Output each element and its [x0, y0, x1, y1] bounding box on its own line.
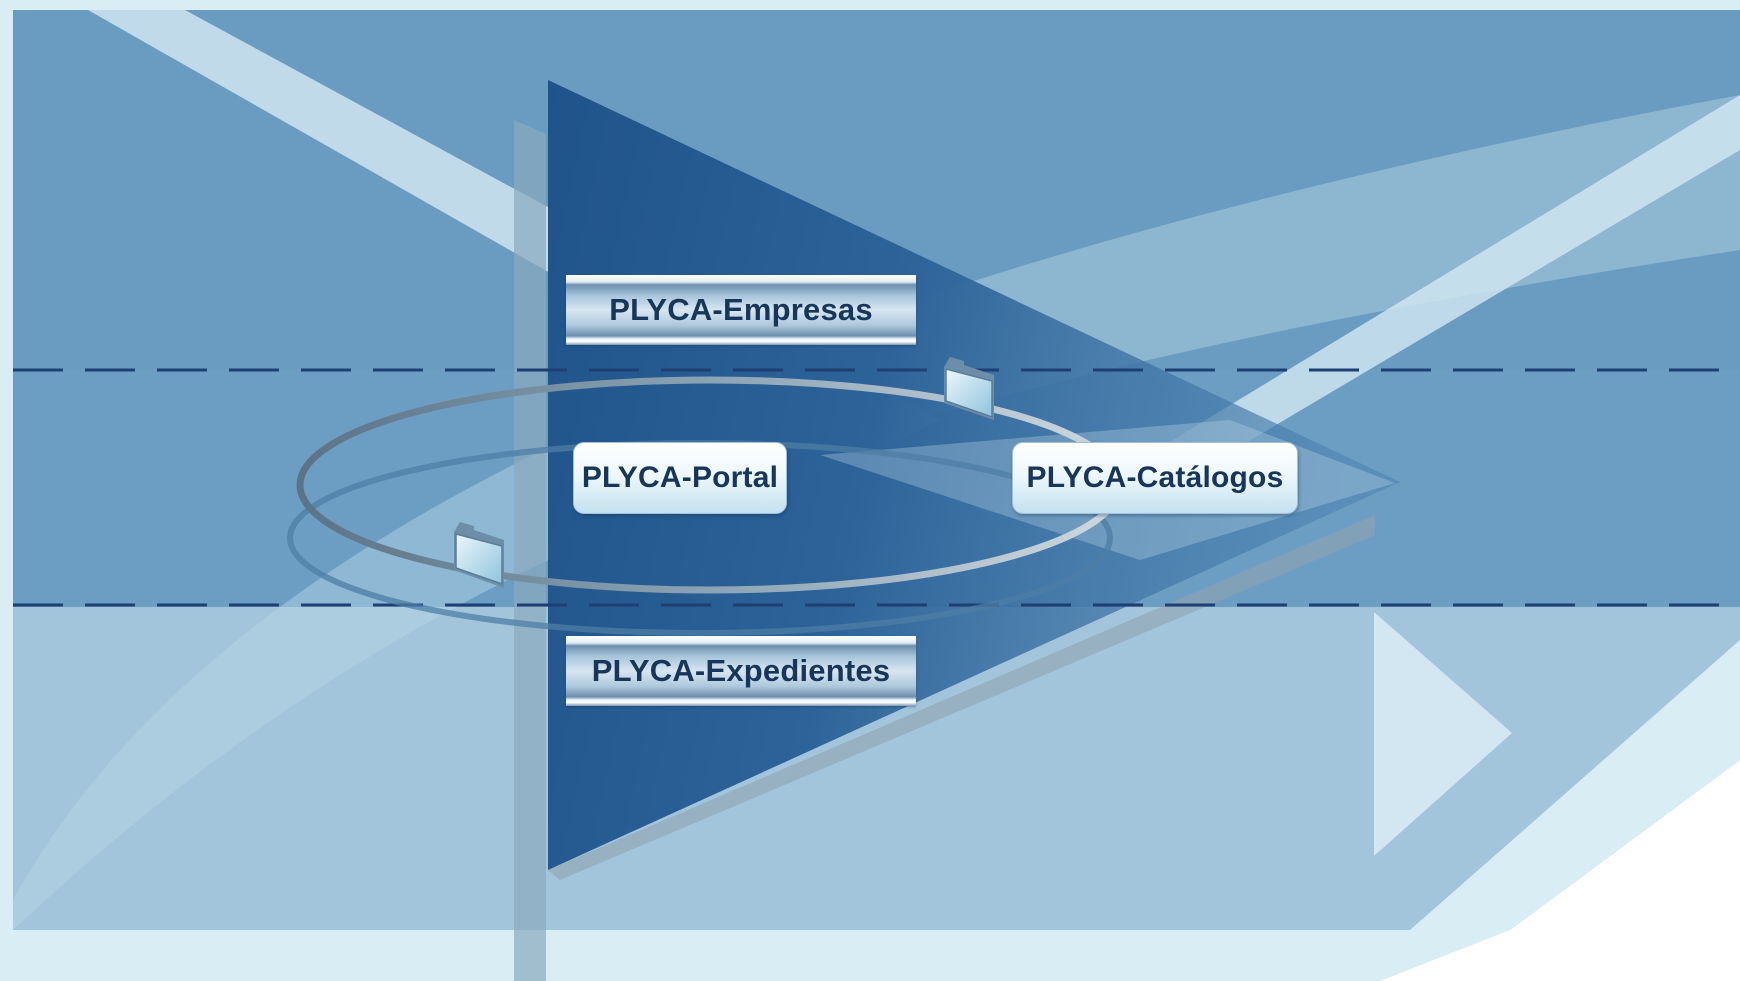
plyca-catalogos-node: PLYCA-Catálogos [1012, 442, 1298, 514]
plyca-expedientes-label: PLYCA-Expedientes [591, 653, 891, 688]
folder-icon [944, 357, 994, 420]
plyca-empresas-banner: PLYCA-Empresas [566, 275, 916, 345]
folder-icon [454, 522, 504, 588]
plyca-expedientes-banner: PLYCA-Expedientes [566, 636, 916, 706]
plyca-empresas-label: PLYCA-Empresas [609, 292, 873, 327]
plyca-portal-label: PLYCA-Portal [581, 461, 779, 494]
plyca-portal-node: PLYCA-Portal [573, 442, 787, 514]
plyca-catalogos-label: PLYCA-Catálogos [1026, 461, 1284, 494]
